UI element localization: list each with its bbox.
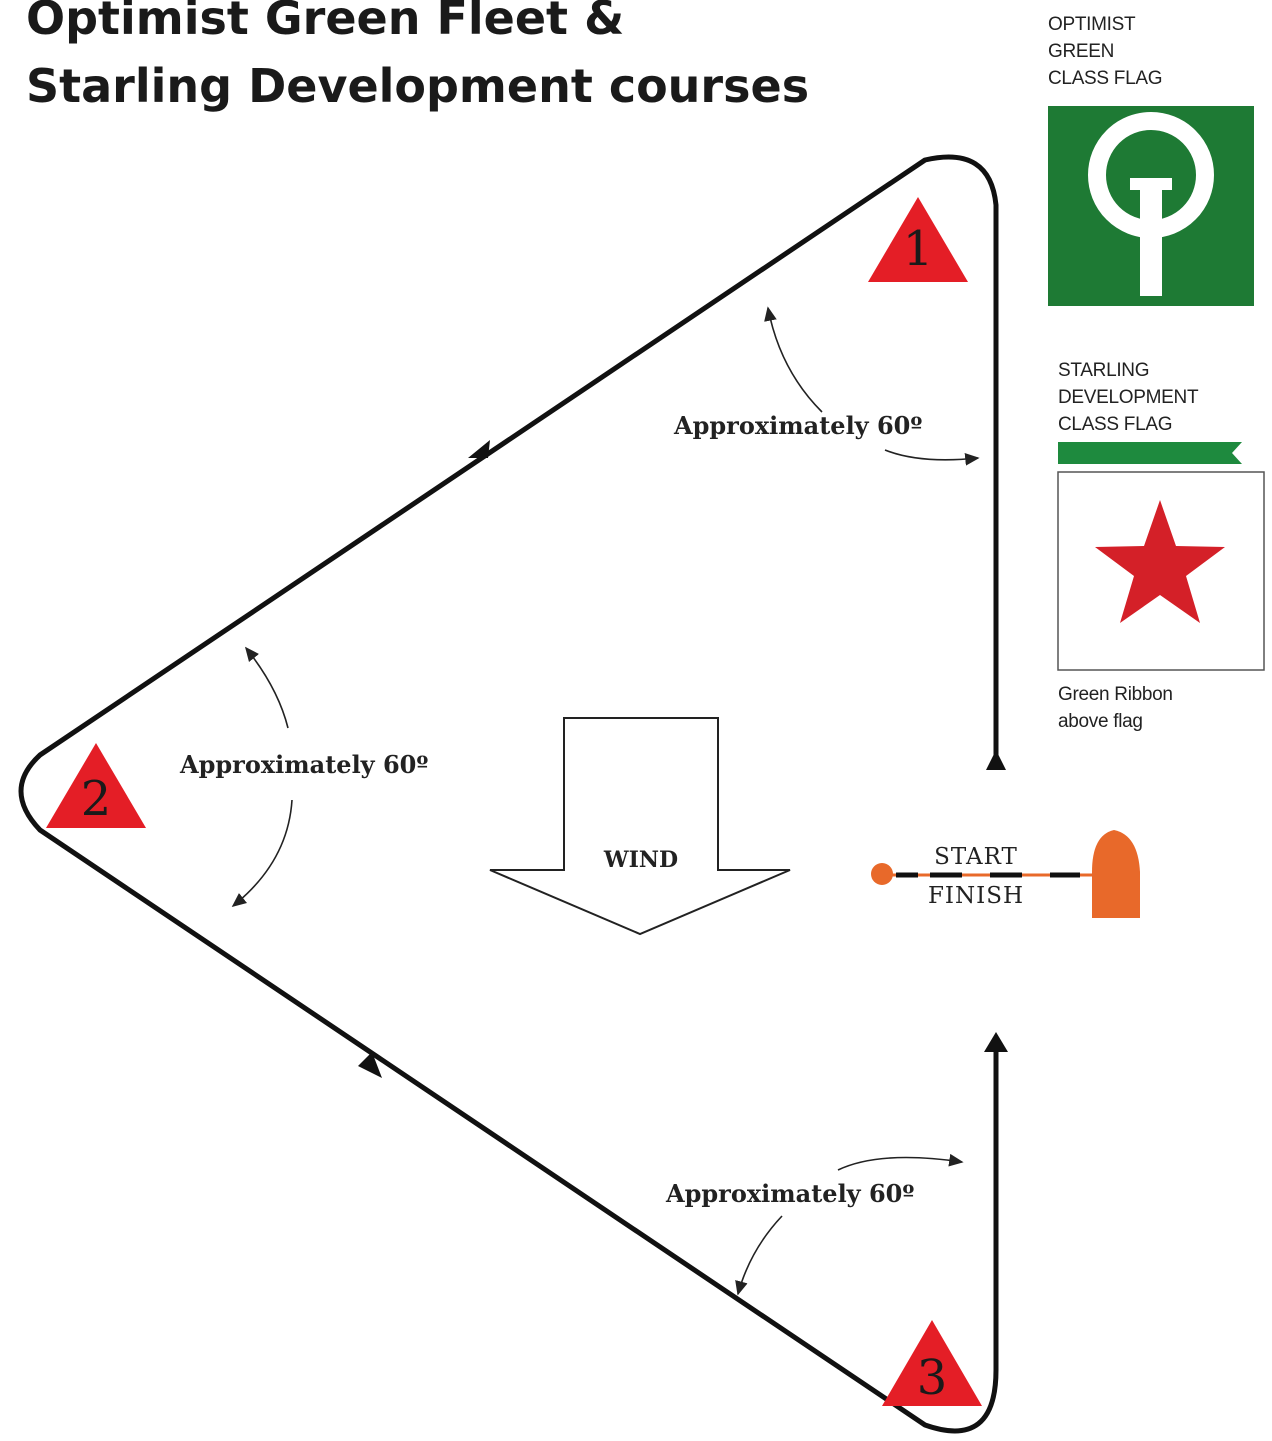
pin-buoy — [871, 863, 893, 885]
mark-3-triangle — [882, 1320, 982, 1406]
leg-arrow-lower — [358, 1052, 382, 1078]
ribbon-note-1: Green Ribbon — [1058, 684, 1173, 705]
mark-1: 1 — [868, 197, 968, 282]
angle-arc-1a — [764, 306, 823, 413]
optimist-green-flag — [1048, 106, 1254, 306]
optimist-flag-caption-1: OPTIMIST — [1048, 14, 1136, 35]
start-finish-line — [871, 830, 1140, 918]
ribbon-note-2: above flag — [1058, 711, 1143, 732]
angle-label-mark-2: Approximately 60º — [179, 750, 428, 779]
title-line-2: Starling Development courses — [26, 59, 809, 113]
optimist-flag-caption-3: CLASS FLAG — [1048, 68, 1162, 89]
angle-arc-3a — [837, 1153, 964, 1171]
starling-flag-caption-1: STARLING — [1058, 360, 1149, 381]
leg-arrow-upper — [468, 440, 490, 458]
angle-label-mark-3: Approximately 60º — [665, 1179, 914, 1208]
wind-arrow — [489, 717, 791, 936]
angle-arc-3b — [735, 1215, 783, 1296]
starling-flag-caption-2: DEVELOPMENT — [1058, 387, 1199, 408]
green-ribbon — [1058, 442, 1242, 464]
angle-arc-2b — [231, 799, 293, 907]
angle-label-mark-1: Approximately 60º — [673, 411, 922, 440]
finish-approach-arrow-bottom — [984, 1032, 1008, 1052]
title-line-1: Optimist Green Fleet & — [26, 0, 624, 45]
finish-approach-arrow-top — [986, 750, 1006, 770]
starling-flag-caption-3: CLASS FLAG — [1058, 414, 1172, 435]
course-path — [18, 154, 999, 1434]
wind-label: WIND — [603, 847, 678, 873]
starling-development-flag — [1057, 471, 1265, 671]
mark-2-triangle — [46, 743, 146, 828]
committee-boat — [1092, 830, 1140, 918]
mark-1-triangle — [868, 197, 968, 282]
mark-2-number: 2 — [81, 771, 112, 827]
angle-arc-2a — [245, 646, 289, 729]
mark-3: 3 — [882, 1320, 982, 1406]
star-icon — [1095, 500, 1225, 623]
optimist-flag-caption-2: GREEN — [1048, 41, 1114, 62]
mark-2: 2 — [46, 743, 146, 828]
angle-arc-1b — [884, 449, 980, 466]
mark-3-number: 3 — [917, 1350, 948, 1406]
finish-label: FINISH — [928, 883, 1024, 909]
start-label: START — [934, 844, 1018, 870]
mark-1-number: 1 — [903, 221, 934, 277]
